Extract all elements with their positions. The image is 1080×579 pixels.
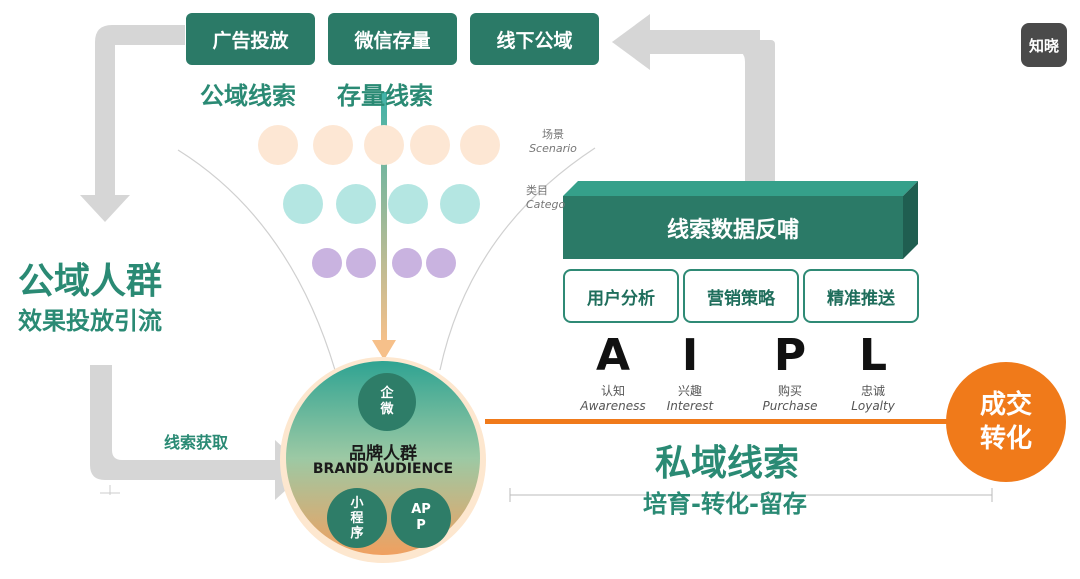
private-leads-title: 私域线索: [655, 443, 800, 484]
sub-box-user-analysis: 用户分析: [563, 269, 679, 323]
orange-connector: [485, 419, 955, 424]
funnel-dot-purple-2: [346, 248, 376, 278]
sub-box-precise-push: 精准推送: [803, 269, 919, 323]
feedback-box-label: 线索数据反哺: [666, 217, 799, 243]
feedback-box-side: [903, 181, 918, 259]
funnel-stem: [381, 92, 387, 342]
logo-badge: 知晓: [1021, 23, 1067, 67]
funnel-dot-orange-2: [313, 125, 353, 165]
top-box-wechat: 微信存量: [328, 13, 457, 65]
brand-app-circle: AP P: [391, 488, 451, 548]
funnel-dot-orange-5: [460, 125, 500, 165]
scene-label: 场景 Scenario: [529, 128, 577, 155]
funnel-dot-teal-4: [440, 184, 480, 224]
lead-acquire-label: 线索获取: [164, 433, 229, 452]
private-leads-subtitle: 培育-转化-留存: [643, 490, 807, 518]
label-stock-leads: 存量线索: [337, 82, 433, 110]
sub-box-marketing-strategy: 营销策略: [683, 269, 799, 323]
category-label: 类目 Catego: [526, 184, 566, 211]
funnel-dot-purple-3: [392, 248, 422, 278]
aipl-letter-i: I: [681, 330, 699, 381]
funnel-stem-arrowhead: [372, 340, 396, 360]
public-audience-subtitle: 效果投放引流: [18, 307, 162, 335]
deal-circle: [946, 362, 1066, 482]
aipl-letter-l: L: [858, 330, 888, 381]
funnel-dot-teal-2: [336, 184, 376, 224]
funnel-line-left: [177, 149, 336, 371]
brand-title-cn: 品牌人群: [349, 444, 417, 464]
funnel-line-right: [439, 147, 596, 371]
feedback-box-front: [563, 196, 903, 259]
gray-arrow-left-top: [80, 25, 185, 222]
aipl-letter-p: P: [773, 330, 807, 381]
funnel-dot-orange-3: [364, 125, 404, 165]
top-box-offline: 线下公域: [470, 13, 599, 65]
deal-label: 成交 转化: [979, 390, 1032, 454]
label-public-leads: 公域线索: [200, 82, 296, 110]
funnel-dot-teal-3: [388, 184, 428, 224]
top-box-ad: 广告投放: [186, 13, 315, 65]
feedback-box-top: [563, 181, 918, 196]
funnel-dot-orange-4: [410, 125, 450, 165]
public-audience-title: 公域人群: [18, 261, 163, 302]
funnel-dot-teal-1: [283, 184, 323, 224]
brand-qiwei-circle: 企 微: [358, 373, 416, 431]
gray-arrow-left-bottom: [90, 365, 308, 500]
aipl-letter-a: A: [595, 330, 631, 381]
funnel-dot-purple-1: [312, 248, 342, 278]
funnel-dot-orange-1: [258, 125, 298, 165]
funnel-dot-purple-4: [426, 248, 456, 278]
brand-title-en: BRAND AUDIENCE: [312, 461, 454, 477]
brand-mini-program-circle: 小 程 序: [327, 488, 387, 548]
